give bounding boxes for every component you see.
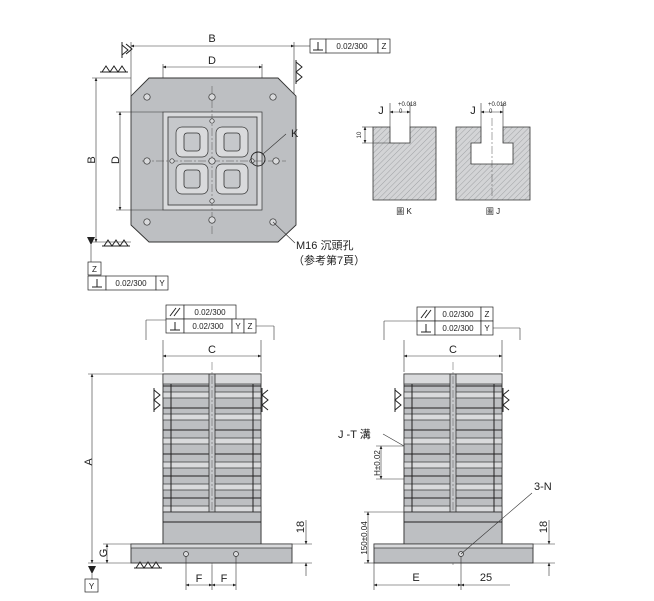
side-hole-label: 3-N (534, 481, 552, 493)
dim-b-horizontal-label: B (208, 33, 215, 45)
dim-b-vertical-label: B (86, 156, 98, 163)
detail-j-j-label: J (470, 105, 476, 117)
datum-bottom-left (87, 237, 130, 262)
perp-datum-bottom: Y (159, 279, 165, 288)
screw-note-line1: M16 沉頭孔 (296, 239, 353, 252)
perp-tolerance-bottom: 0.02/300 (115, 279, 147, 288)
front-dim-c: C (208, 344, 216, 356)
front-perp-tolerance: 0.02/300 (192, 322, 224, 331)
side-datum-triangles (394, 388, 510, 412)
front-dim-f-left: F (196, 573, 203, 585)
perpendicularity-frame-top: 0.02/300 Z (294, 38, 391, 54)
side-dim-h: H±0.02 (373, 450, 382, 476)
detail-j-j-lower: 0 (489, 109, 493, 115)
perpendicular-symbol-icon (421, 324, 431, 333)
detail-j-caption: 圖 J (486, 207, 500, 216)
side-perp-datum: Y (484, 324, 490, 333)
dim-d-horizontal-label: D (208, 55, 216, 67)
side-dim-18: 18 (538, 521, 550, 533)
front-dim-g: G (98, 549, 110, 558)
perpendicular-symbol-icon (313, 42, 323, 51)
front-perp-datum-1: Y (235, 322, 241, 331)
callout-k-label: K (291, 128, 299, 140)
datum-triangles-left (100, 65, 128, 73)
side-view: 0.02/300 Z 0.02/300 Y C (338, 306, 555, 590)
detail-k-depth: 10 (357, 131, 363, 138)
detail-k-j-lower: 0 (399, 109, 403, 115)
detail-k-j-label: J (378, 105, 384, 117)
perp-tolerance-top: 0.02/300 (336, 42, 368, 51)
perpendicular-symbol-icon (92, 279, 102, 288)
datum-z-box-label: Z (92, 265, 97, 274)
front-datum-triangles-bottom (88, 561, 162, 580)
parallel-symbol-icon (420, 309, 432, 319)
perpendicular-symbol-icon (170, 322, 180, 331)
datum-triangles-top-left (121, 42, 133, 58)
front-dim-18: 18 (295, 521, 307, 533)
detail-k: J +0.018 0 10 圖 K (357, 102, 437, 216)
perp-datum-top: Z (382, 42, 387, 51)
front-view: 0.02/300 0.02/300 Y Z C (83, 304, 312, 593)
front-datum-y-box: Y (89, 582, 95, 591)
side-slot-label: J -T 溝 (338, 428, 371, 441)
side-tolerance-frame: 0.02/300 Z 0.02/300 Y (383, 306, 521, 340)
datum-triangles-right (295, 60, 303, 84)
perpendicularity-frame-bottom: 0.02/300 Y (87, 275, 169, 291)
top-view: B D 0.02/300 Z (86, 33, 391, 291)
front-datum-triangles-left (153, 388, 269, 412)
side-par-tolerance: 0.02/300 (442, 310, 474, 319)
front-tolerance-frame: 0.02/300 0.02/300 Y Z (145, 304, 275, 340)
side-par-datum: Z (485, 310, 490, 319)
front-dim-f-right: F (221, 573, 228, 585)
detail-k-j-upper: +0.018 (398, 102, 417, 108)
front-par-tolerance: 0.02/300 (194, 308, 226, 317)
parallel-symbol-icon (169, 307, 181, 317)
side-dim-25: 25 (480, 572, 492, 584)
side-dim-c: C (449, 344, 457, 356)
top-holes (143, 93, 280, 226)
front-dim-a: A (83, 458, 95, 466)
side-perp-tolerance: 0.02/300 (442, 324, 474, 333)
detail-k-caption: 圖 K (396, 207, 412, 216)
screw-note-line2: （参考第7頁） (293, 253, 365, 267)
side-dim-e: E (412, 572, 419, 584)
side-dim-150: 150±0.04 (360, 521, 369, 555)
callout-k-circle (250, 151, 266, 167)
detail-j-j-upper: +0.018 (488, 102, 507, 108)
dim-d-vertical-label: D (110, 156, 122, 164)
detail-j: J +0.018 0 圖 J (455, 102, 531, 216)
front-perp-datum-2: Z (248, 322, 253, 331)
